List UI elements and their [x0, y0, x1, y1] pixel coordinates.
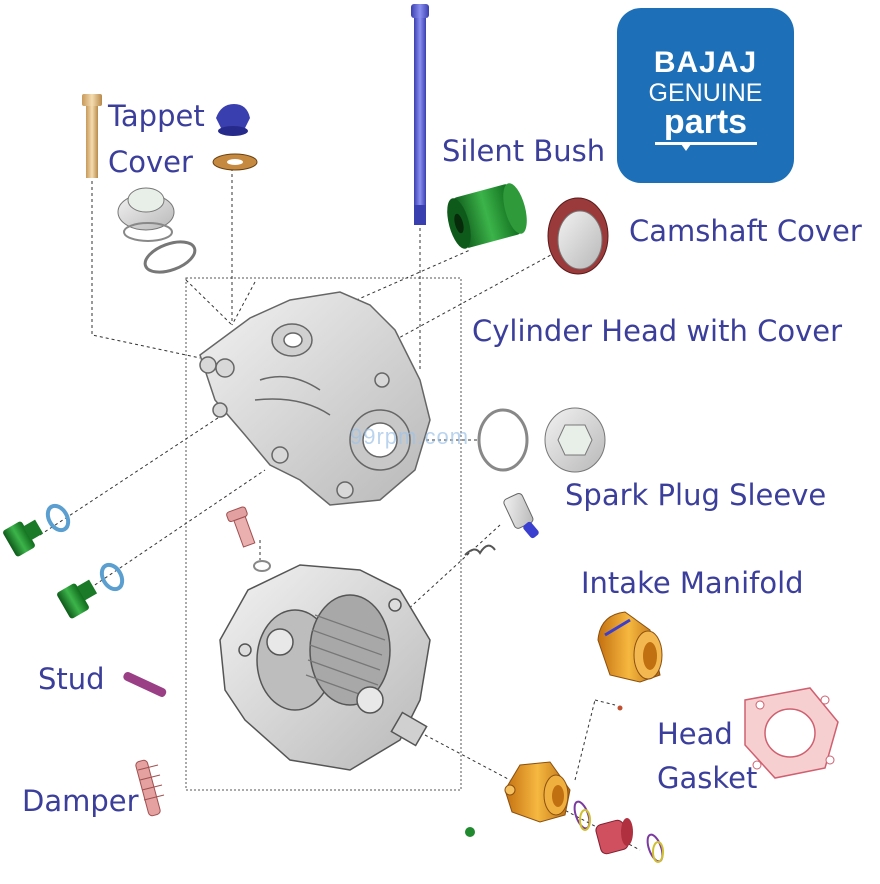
label-cylinder-head: Cylinder Head with Cover	[472, 314, 843, 348]
silent-bush	[447, 183, 527, 249]
washer-2	[99, 562, 125, 592]
spark-plug-cap	[544, 407, 606, 473]
cylinder-head-top	[199, 291, 431, 506]
label-intake-manifold: Intake Manifold	[581, 566, 804, 600]
tappet-cover-plug	[117, 187, 175, 242]
label-tappet-cover-line1: Tappet	[108, 99, 205, 133]
watermark: 99rpm.com	[350, 424, 470, 449]
tappet-o-ring	[143, 240, 197, 274]
label-silent-bush: Silent Bush	[442, 134, 606, 168]
logo-swoosh	[655, 142, 757, 145]
logo-arrow	[681, 144, 691, 151]
bajaj-genuine-parts-logo: BAJAJ GENUINE parts	[617, 8, 794, 183]
head-gasket	[744, 687, 839, 779]
label-camshaft-cover: Camshaft Cover	[629, 214, 862, 248]
spark-plug-o-ring	[477, 408, 529, 472]
label-spark-plug-sleeve: Spark Plug Sleeve	[565, 478, 827, 512]
tappet-bolt	[82, 94, 102, 178]
camshaft-cover	[547, 197, 609, 275]
small-fastener	[617, 705, 623, 711]
cylinder-head-bottom	[219, 564, 431, 771]
leader-lines	[39, 168, 641, 851]
green-bolt-2	[57, 579, 98, 619]
small-green-cap	[465, 827, 475, 837]
small-pink-bolt	[226, 506, 256, 548]
rubber-joint	[595, 818, 633, 855]
spark-clip	[464, 544, 496, 556]
green-bolt-1	[3, 519, 44, 557]
label-stud: Stud	[38, 662, 105, 696]
label-damper: Damper	[22, 784, 139, 818]
stud	[123, 671, 167, 697]
washer-1	[45, 503, 71, 533]
label-head-gasket-line1: Head	[657, 717, 733, 751]
long-bolt	[411, 4, 429, 225]
label-tappet-cover-line2: Cover	[108, 145, 193, 179]
logo-line2: GENUINE	[648, 79, 763, 107]
damper-part	[135, 759, 165, 817]
cap-nut	[216, 104, 250, 136]
label-head-gasket-line2: Gasket	[657, 761, 758, 795]
assembly-box	[185, 277, 462, 791]
intake-manifold-lower	[504, 761, 571, 823]
blue-tip	[523, 521, 539, 539]
logo-line3: parts	[663, 103, 748, 141]
intake-manifold	[597, 611, 663, 683]
logo-line1: BAJAJ	[653, 46, 758, 79]
